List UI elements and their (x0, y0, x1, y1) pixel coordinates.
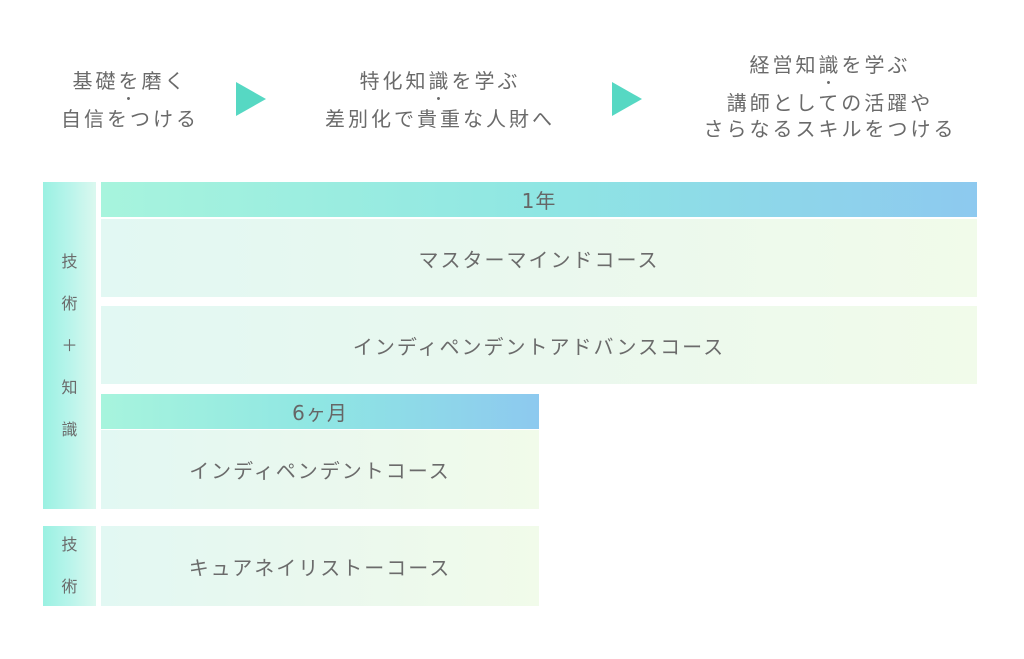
side-char: 技 (61, 535, 78, 554)
duration-bar-six-months: 6ヶ月 (101, 394, 539, 429)
stage-specialized-line1: 特化知識を学ぶ (359, 69, 521, 93)
course-independent-advance: インディペンデントアドバンスコース (101, 306, 977, 384)
stage-management: 経営知識を学ぶ ・ 講師としての活躍や さらなるスキルをつける (670, 52, 990, 142)
side-char: 技 (61, 251, 78, 271)
course-curist: キュアネイリストーコース (101, 526, 539, 606)
stage-management-line3: さらなるスキルをつける (703, 117, 957, 141)
stage-specialized-line2: 差別化で貴重な人財へ (325, 107, 555, 131)
course-mastermind: マスターマインドコース (101, 219, 977, 297)
stage-basics-line2: 自信をつける (61, 107, 199, 131)
side-char: 術 (61, 577, 78, 596)
stage-basics-line1: 基礎を磨く (72, 69, 188, 93)
stage-basics: 基礎を磨く ・ 自信をつける (30, 68, 230, 132)
side-char: 識 (61, 419, 78, 439)
stage-specialized-dot: ・ (431, 92, 449, 108)
side-label-skills-knowledge: 技 術 ＋ 知 識 (43, 182, 96, 509)
course-independent: インディペンデントコース (101, 430, 539, 509)
stage-management-line2: 講師としての活躍や (726, 91, 934, 115)
side-char: 知 (61, 377, 78, 397)
stage-specialized: 特化知識を学ぶ ・ 差別化で貴重な人財へ (300, 68, 580, 132)
side-char: ＋ (61, 335, 78, 355)
stage-management-line1: 経営知識を学ぶ (749, 53, 911, 77)
triangle-arrow-icon (612, 82, 642, 116)
triangle-arrow-icon (236, 82, 266, 116)
stage-management-dot: ・ (821, 76, 839, 92)
side-label-skills: 技 術 (43, 526, 96, 606)
stage-basics-dot: ・ (121, 92, 139, 108)
duration-bar-one-year: 1年 (101, 182, 977, 217)
side-char: 術 (61, 293, 78, 313)
